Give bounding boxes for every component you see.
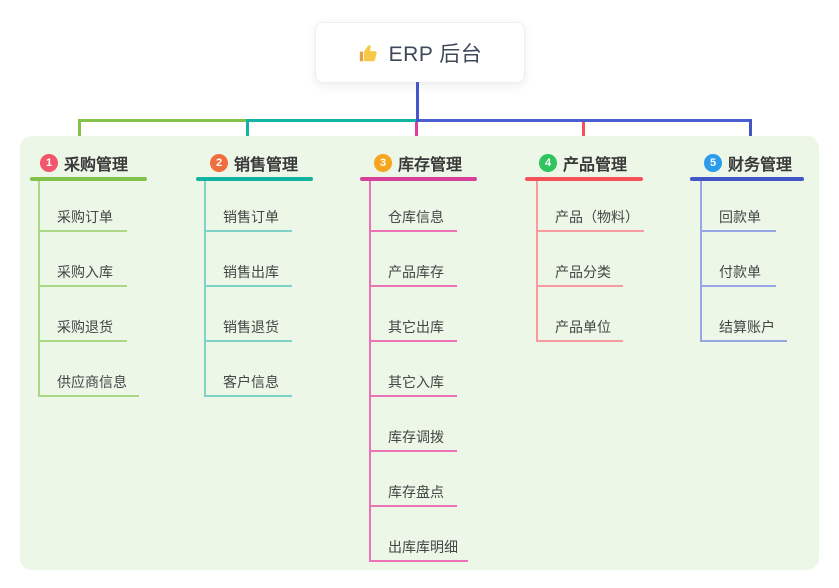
branch-finance-underline bbox=[690, 177, 804, 181]
branch-purchase-child-line bbox=[38, 181, 40, 397]
branch-inventory-number-badge: 3 bbox=[374, 154, 392, 172]
branch-sales-underline bbox=[196, 177, 313, 181]
node-payment-bill[interactable]: 付款单 bbox=[700, 264, 776, 287]
connector-branch1-horizontal bbox=[79, 119, 249, 122]
connector-branch5-drop bbox=[749, 119, 752, 149]
branch-finance-child-line bbox=[700, 181, 702, 342]
connector-branch3-drop bbox=[415, 122, 418, 148]
node-product-stock[interactable]: 产品库存 bbox=[369, 264, 457, 287]
branch-finance-title[interactable]: 5 财务管理 bbox=[704, 151, 792, 175]
connector-root-vertical bbox=[416, 82, 419, 122]
branch-sales-title[interactable]: 2 销售管理 bbox=[210, 151, 298, 175]
branch-inventory-title[interactable]: 3 库存管理 bbox=[374, 151, 462, 175]
branch-product-number-badge: 4 bbox=[539, 154, 557, 172]
node-stock-transfer[interactable]: 库存调拨 bbox=[369, 429, 457, 452]
branch-finance-number-badge: 5 bbox=[704, 154, 722, 172]
branch-purchase-title[interactable]: 1 采购管理 bbox=[40, 151, 128, 175]
node-product-category[interactable]: 产品分类 bbox=[536, 264, 623, 287]
root-node-erp[interactable]: ERP 后台 bbox=[315, 22, 525, 83]
node-purchase-order[interactable]: 采购订单 bbox=[38, 209, 127, 232]
node-outbound-detail[interactable]: 出库库明细 bbox=[369, 539, 468, 562]
branch-sales-label: 销售管理 bbox=[234, 157, 299, 174]
node-sales-outbound[interactable]: 销售出库 bbox=[204, 264, 292, 287]
branch-product-label: 产品管理 bbox=[563, 157, 628, 174]
node-sales-order[interactable]: 销售订单 bbox=[204, 209, 292, 232]
branch-product-child-line bbox=[536, 181, 538, 342]
node-purchase-inbound[interactable]: 采购入库 bbox=[38, 264, 127, 287]
node-other-outbound[interactable]: 其它出库 bbox=[369, 319, 457, 342]
connector-branch1-drop bbox=[78, 119, 81, 149]
connector-branch2-drop bbox=[246, 119, 249, 149]
node-supplier-info[interactable]: 供应商信息 bbox=[38, 374, 139, 397]
node-stock-count[interactable]: 库存盘点 bbox=[369, 484, 457, 507]
node-warehouse-info[interactable]: 仓库信息 bbox=[369, 209, 457, 232]
node-product-unit[interactable]: 产品单位 bbox=[536, 319, 623, 342]
branches-panel bbox=[20, 136, 819, 570]
branch-purchase-underline bbox=[30, 177, 147, 181]
node-customer-info[interactable]: 客户信息 bbox=[204, 374, 292, 397]
branch-sales-number-badge: 2 bbox=[210, 154, 228, 172]
connector-branch2-horizontal bbox=[247, 119, 417, 122]
branch-purchase-label: 采购管理 bbox=[64, 157, 129, 174]
node-sales-return[interactable]: 销售退货 bbox=[204, 319, 292, 342]
branch-purchase-number-badge: 1 bbox=[40, 154, 58, 172]
node-product-material[interactable]: 产品（物料） bbox=[536, 209, 644, 232]
connector-branch4-drop bbox=[582, 119, 585, 148]
connector-branch5-horizontal bbox=[416, 119, 752, 122]
node-receipt-bill[interactable]: 回款单 bbox=[700, 209, 776, 232]
node-other-inbound[interactable]: 其它入库 bbox=[369, 374, 457, 397]
branch-product-underline bbox=[525, 177, 643, 181]
branch-finance-label: 财务管理 bbox=[728, 157, 793, 174]
thumbs-up-icon bbox=[359, 44, 377, 61]
branch-inventory-label: 库存管理 bbox=[398, 157, 463, 174]
branch-inventory-child-line bbox=[369, 181, 371, 562]
branch-product-title[interactable]: 4 产品管理 bbox=[539, 151, 627, 175]
root-node-title: ERP 后台 bbox=[388, 42, 483, 66]
node-settlement-account[interactable]: 结算账户 bbox=[700, 319, 787, 342]
node-purchase-return[interactable]: 采购退货 bbox=[38, 319, 127, 342]
branch-inventory-underline bbox=[360, 177, 477, 181]
branch-sales-child-line bbox=[204, 181, 206, 397]
